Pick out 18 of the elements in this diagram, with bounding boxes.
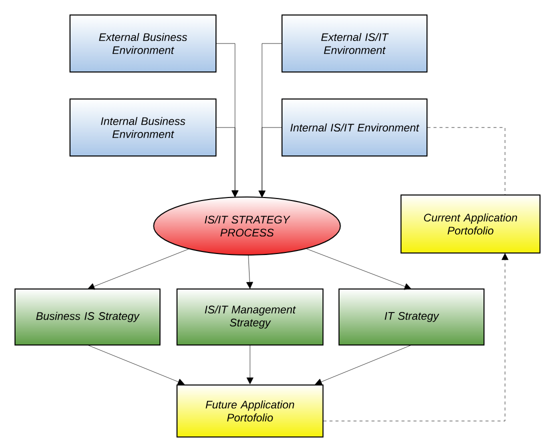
strategy-box: IS/IT Management Strategy [176, 288, 324, 346]
arrow [315, 344, 412, 386]
environment-box: External IS/IT Environment [282, 14, 428, 72]
portfolio-box: Current Application Portofolio [400, 194, 540, 254]
arrow [246, 255, 254, 289]
environment-box: External Business Environment [70, 14, 216, 72]
portfolio-box: Future Application Portofolio [176, 384, 324, 438]
strategy-box: IT Strategy [338, 288, 484, 346]
arrow [87, 344, 185, 386]
arrow [246, 344, 254, 384]
arrow [306, 248, 412, 290]
arrow [323, 253, 508, 422]
arrow [88, 248, 189, 290]
strategy-box: Business IS Strategy [14, 288, 160, 346]
arrow [258, 127, 282, 198]
environment-box: Internal Business Environment [70, 98, 216, 156]
environment-box: Internal IS/IT Environment [282, 98, 428, 156]
arrow [216, 127, 238, 198]
